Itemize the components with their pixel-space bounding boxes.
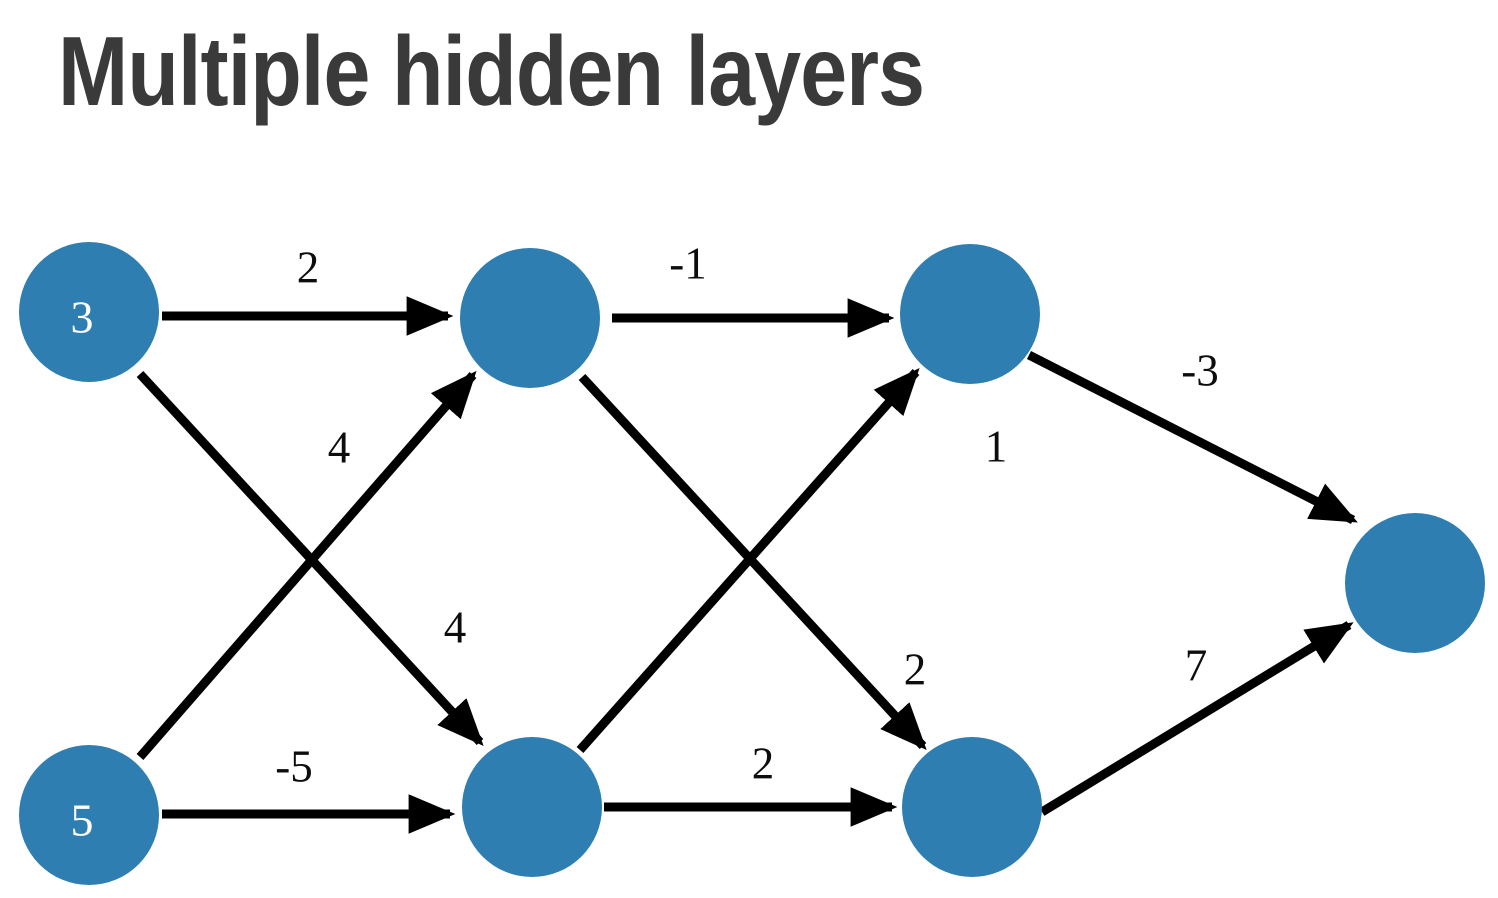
edge-weight-i2-h1b: -5 bbox=[275, 741, 313, 791]
node-hidden2-bottom[interactable] bbox=[902, 737, 1042, 877]
node-circle-hidden2-bottom[interactable] bbox=[902, 737, 1042, 877]
node-circle-hidden1-top[interactable] bbox=[460, 248, 600, 388]
edge-line-h2b-o1 bbox=[1039, 621, 1354, 816]
node-output[interactable] bbox=[1345, 513, 1485, 653]
edge-weight-i2-h1a: 4 bbox=[328, 422, 351, 472]
node-group: 3 5 bbox=[19, 242, 1485, 885]
edge-line-h1b-h2a bbox=[576, 367, 920, 753]
node-circle-hidden2-top[interactable] bbox=[900, 244, 1040, 384]
node-circle-output[interactable] bbox=[1345, 513, 1485, 653]
edge-weight-h1a-h2b: 2 bbox=[904, 644, 927, 694]
edge-line-i2-h1a bbox=[136, 370, 477, 760]
page-title: Multiple hidden layers bbox=[58, 16, 925, 126]
edge-h2b-o1: 7 bbox=[1039, 621, 1354, 816]
edge-i1-h1a: 2 bbox=[162, 242, 454, 336]
edge-weight-h1b-h2b: 2 bbox=[752, 738, 775, 788]
node-value-input-1: 3 bbox=[71, 292, 94, 343]
edge-h1b-h2b: 2 bbox=[604, 738, 898, 827]
edge-h1b-h2a: 1 bbox=[576, 367, 1008, 753]
node-input-2[interactable]: 5 bbox=[19, 745, 159, 885]
edge-h1a-h2a: -1 bbox=[612, 238, 895, 338]
node-circle-hidden1-bottom[interactable] bbox=[462, 737, 602, 877]
edge-weight-h1a-h2a: -1 bbox=[669, 238, 707, 288]
node-circle-input-1[interactable] bbox=[19, 242, 159, 382]
edge-weight-i1-h1a: 2 bbox=[297, 242, 320, 292]
node-circle-input-2[interactable] bbox=[19, 745, 159, 885]
edge-h2a-o1: -3 bbox=[1026, 345, 1358, 525]
edge-i2-h1b: -5 bbox=[162, 741, 456, 834]
node-value-input-2: 5 bbox=[71, 795, 94, 846]
node-hidden2-top[interactable] bbox=[900, 244, 1040, 384]
edge-i2-h1a: 4 bbox=[136, 370, 477, 760]
edge-weight-h2a-o1: -3 bbox=[1181, 345, 1219, 395]
node-hidden1-bottom[interactable] bbox=[462, 737, 602, 877]
node-input-1[interactable]: 3 bbox=[19, 242, 159, 382]
edge-weight-h1b-h2a: 1 bbox=[985, 421, 1008, 471]
edge-weight-h2b-o1: 7 bbox=[1185, 640, 1208, 690]
edge-line-h2a-o1 bbox=[1026, 350, 1358, 525]
edge-weight-i1-h1b: 4 bbox=[444, 602, 467, 652]
edge-group: 2 4 4 -5 -1 bbox=[136, 238, 1358, 834]
node-hidden1-top[interactable] bbox=[460, 248, 600, 388]
